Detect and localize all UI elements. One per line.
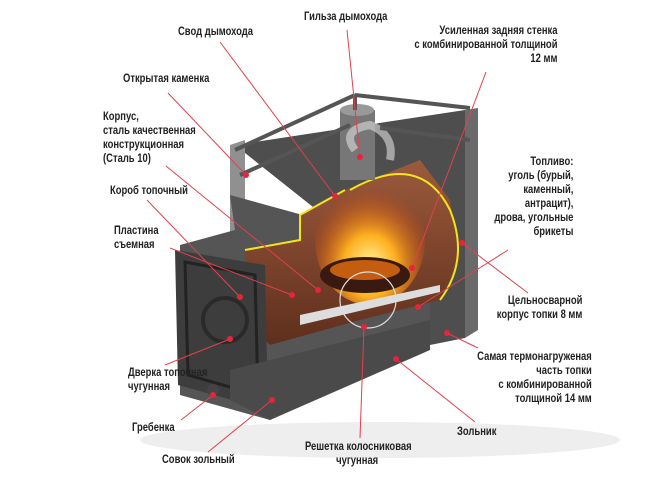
marker-dots xyxy=(210,154,465,403)
label-line: антрацит), xyxy=(524,198,573,210)
floor-shadow xyxy=(140,422,620,458)
weld-seam xyxy=(349,173,459,301)
label-line: уголь (бурый, xyxy=(507,170,573,182)
label-line: дрова, угольные xyxy=(493,212,573,224)
label-line: толщиной 14 мм xyxy=(515,393,592,405)
label-line: чугунная xyxy=(336,455,379,467)
label-svod: Свод дымохода xyxy=(178,26,254,38)
label-line: с комбинированной xyxy=(498,379,592,391)
label-dverka: Дверка топочная чугунная xyxy=(128,366,207,394)
label-line: корпус топки 8 мм xyxy=(496,309,582,321)
label-line: конструкционная xyxy=(103,139,185,151)
label-line: 12 мм xyxy=(529,53,557,65)
label-korpus: Корпус, сталь качественная конструкционн… xyxy=(103,110,196,166)
label-kamenka: Открытая каменка xyxy=(123,73,210,85)
label-gilza: Гильза дымохода xyxy=(304,11,388,23)
label-line: сталь качественная xyxy=(103,125,196,137)
label-zolnik: Зольник xyxy=(457,426,497,438)
chimney-sleeve xyxy=(340,110,375,180)
label-toplivo: Топливо: уголь (бурый, каменный, антраци… xyxy=(494,155,573,239)
label-line: (Сталь 10) xyxy=(103,153,151,165)
coals-glow xyxy=(330,260,400,280)
label-sovok: Совок зольный xyxy=(162,454,235,466)
label-line: каменный, xyxy=(522,184,573,196)
smoke xyxy=(346,120,395,161)
label-line: Пластина xyxy=(114,225,159,237)
label-line: Дверка топочная xyxy=(128,367,208,379)
label-line: с комбинированной толщиной xyxy=(413,39,557,51)
label-tselnosvarnoy: Цельносварной корпус топки 8 мм xyxy=(496,294,582,322)
label-line: брикеты xyxy=(533,226,573,238)
weld-seam xyxy=(244,189,346,251)
label-line: съемная xyxy=(114,239,155,251)
ash-box xyxy=(230,320,430,420)
rear-panel xyxy=(465,108,478,338)
label-grebenka: Гребенка xyxy=(132,422,175,434)
label-line: Цельносварной xyxy=(507,295,582,307)
label-termo: Самая термонагруженая часть топки с комб… xyxy=(477,350,592,406)
label-line: Усиленная задняя стенка xyxy=(438,25,557,37)
leader-lines xyxy=(146,29,529,453)
label-line: чугунная xyxy=(128,381,171,393)
grate xyxy=(300,285,440,325)
label-line: Топливо: xyxy=(530,156,573,168)
label-line: Самая термонагруженая xyxy=(477,351,592,363)
label-line: Корпус, xyxy=(103,111,139,123)
door-ornament xyxy=(201,296,249,344)
label-line: Решетка колосниковая xyxy=(305,441,412,453)
label-reshetka: Решетка колосниковая чугунная xyxy=(305,440,412,468)
label-korob: Короб топочный xyxy=(110,185,188,197)
grebenka-knob xyxy=(207,384,219,396)
label-plastina: Пластина съемная xyxy=(114,224,159,252)
kamenka-rails xyxy=(234,93,471,177)
label-line: часть топки xyxy=(536,365,592,377)
label-rear-wall: Усиленная задняя стенка с комбинированно… xyxy=(414,24,557,66)
